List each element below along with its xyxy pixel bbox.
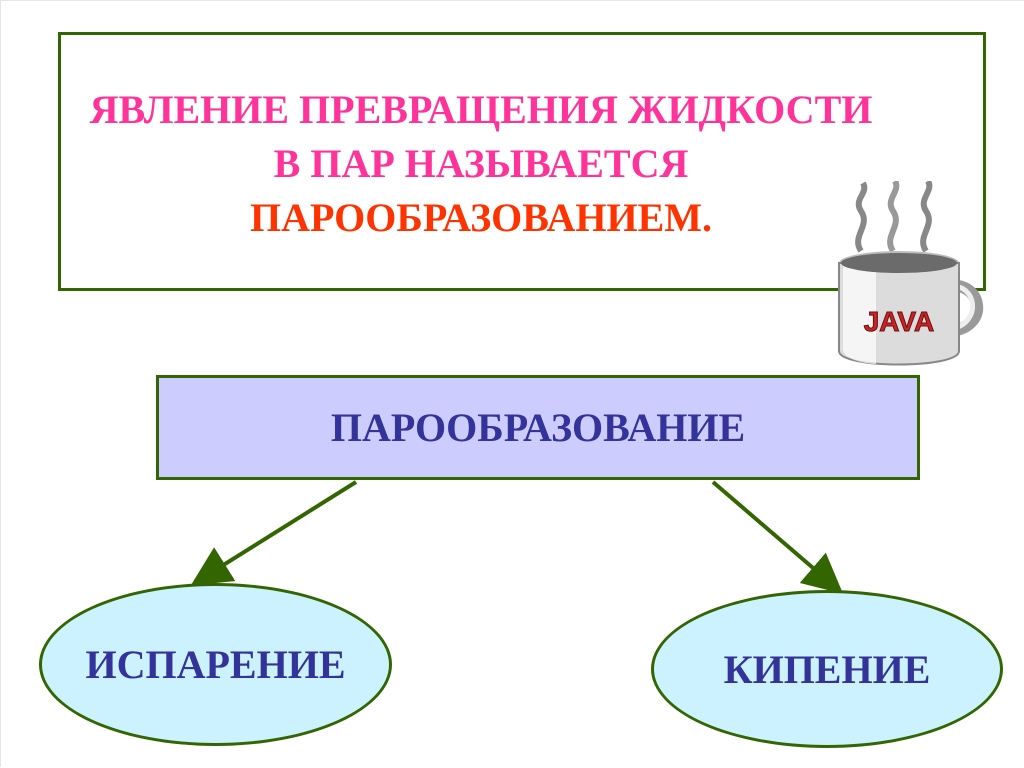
java-mug-image: JAVA bbox=[838, 181, 984, 366]
definition-line-2: В ПАР НАЗЫВАЕТСЯ bbox=[273, 141, 689, 186]
child-node-evaporation: ИСПАРЕНИЕ bbox=[39, 583, 392, 746]
steam-right bbox=[920, 181, 933, 253]
steam-left bbox=[855, 181, 868, 253]
steam-middle bbox=[887, 181, 900, 253]
child-label-evaporation: ИСПАРЕНИЕ bbox=[85, 642, 346, 687]
definition-box bbox=[58, 32, 986, 291]
child-label-boiling: КИПЕНИЕ bbox=[723, 646, 931, 692]
definition-line-3: ПАРООБРАЗОВАНИЕМ. bbox=[249, 195, 712, 240]
arrow-to-left-child bbox=[190, 480, 358, 586]
definition-line-1: ЯВЛЕНИЕ ПРЕВРАЩЕНИЯ ЖИДКОСТИ bbox=[89, 87, 873, 132]
arrow-to-right-child bbox=[711, 480, 844, 594]
definition-text: ЯВЛЕНИЕ ПРЕВРАЩЕНИЯ ЖИДКОСТИ В ПАР НАЗЫВ… bbox=[61, 83, 901, 245]
root-term-box: ПАРООБРАЗОВАНИЕ bbox=[156, 375, 920, 480]
child-node-boiling: КИПЕНИЕ bbox=[651, 590, 1003, 748]
mug-label: JAVA bbox=[864, 306, 935, 337]
root-term-label: ПАРООБРАЗОВАНИЕ bbox=[330, 405, 746, 450]
